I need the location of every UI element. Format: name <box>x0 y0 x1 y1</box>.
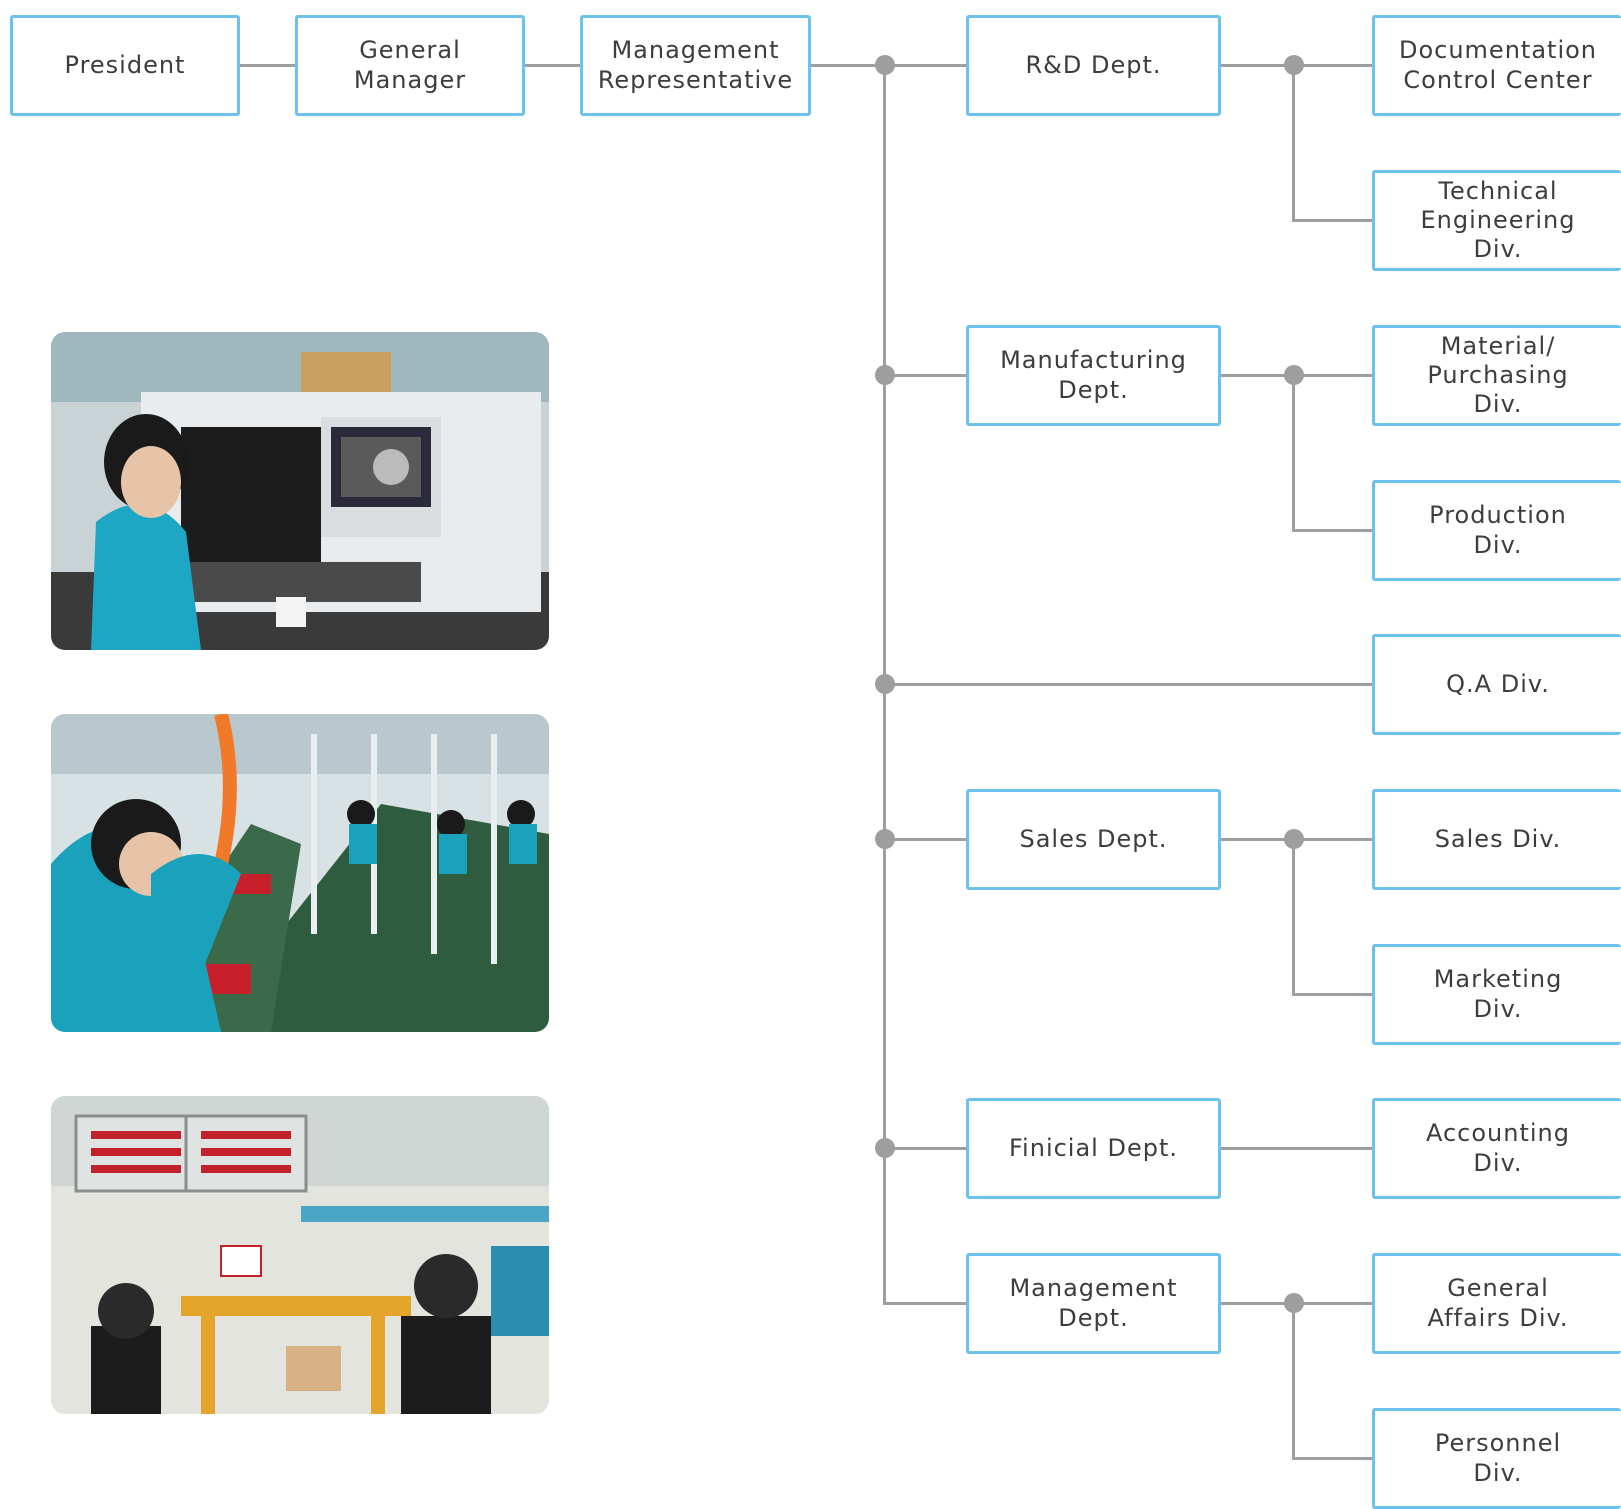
junction-dot <box>1284 1293 1304 1313</box>
connector-line <box>883 1302 966 1305</box>
sales-div-box: Sales Div. <box>1372 789 1621 890</box>
connector-line <box>1292 219 1373 222</box>
connector-line <box>1292 374 1295 531</box>
connector-line <box>883 1147 966 1150</box>
connector-line <box>524 64 580 67</box>
factory-photo-assembly-line <box>51 714 549 1032</box>
junction-dot <box>875 55 895 75</box>
connector-line <box>1292 1457 1373 1460</box>
technical-engineering-div-box: Technical Engineering Div. <box>1372 170 1621 271</box>
junction-dot <box>875 365 895 385</box>
rd-dept-box: R&D Dept. <box>966 15 1221 116</box>
junction-dot <box>875 829 895 849</box>
connector-line <box>883 683 1373 686</box>
connector-line <box>1220 1147 1373 1150</box>
junction-dot <box>1284 829 1304 849</box>
president-box: President <box>10 15 240 116</box>
documentation-control-center-box: Documentation Control Center <box>1372 15 1621 116</box>
connector-line <box>1292 993 1373 996</box>
management-representative-box: Management Representative <box>580 15 811 116</box>
manufacturing-dept-box: Manufacturing Dept. <box>966 325 1221 426</box>
junction-dot <box>875 1138 895 1158</box>
material-purchasing-div-box: Material/ Purchasing Div. <box>1372 325 1621 426</box>
connector-line <box>239 64 295 67</box>
general-affairs-div-box: General Affairs Div. <box>1372 1253 1621 1354</box>
production-div-box: Production Div. <box>1372 480 1621 581</box>
marketing-div-box: Marketing Div. <box>1372 944 1621 1045</box>
finicial-dept-box: Finicial Dept. <box>966 1098 1221 1199</box>
sales-dept-box: Sales Dept. <box>966 789 1221 890</box>
connector-line <box>1292 64 1295 221</box>
management-dept-box: Management Dept. <box>966 1253 1221 1354</box>
junction-dot <box>1284 365 1304 385</box>
junction-dot <box>875 674 895 694</box>
connector-line <box>1292 529 1373 532</box>
connector-line <box>883 374 966 377</box>
general-manager-box: General Manager <box>295 15 525 116</box>
personnel-div-box: Personnel Div. <box>1372 1408 1621 1509</box>
connector-line <box>883 838 966 841</box>
factory-photo-machine <box>51 332 549 650</box>
accounting-div-box: Accounting Div. <box>1372 1098 1621 1199</box>
connector-line <box>1292 1302 1295 1459</box>
connector-line <box>1292 838 1295 995</box>
factory-photo-production-floor <box>51 1096 549 1414</box>
qa-div-box: Q.A Div. <box>1372 634 1621 735</box>
junction-dot <box>1284 55 1304 75</box>
